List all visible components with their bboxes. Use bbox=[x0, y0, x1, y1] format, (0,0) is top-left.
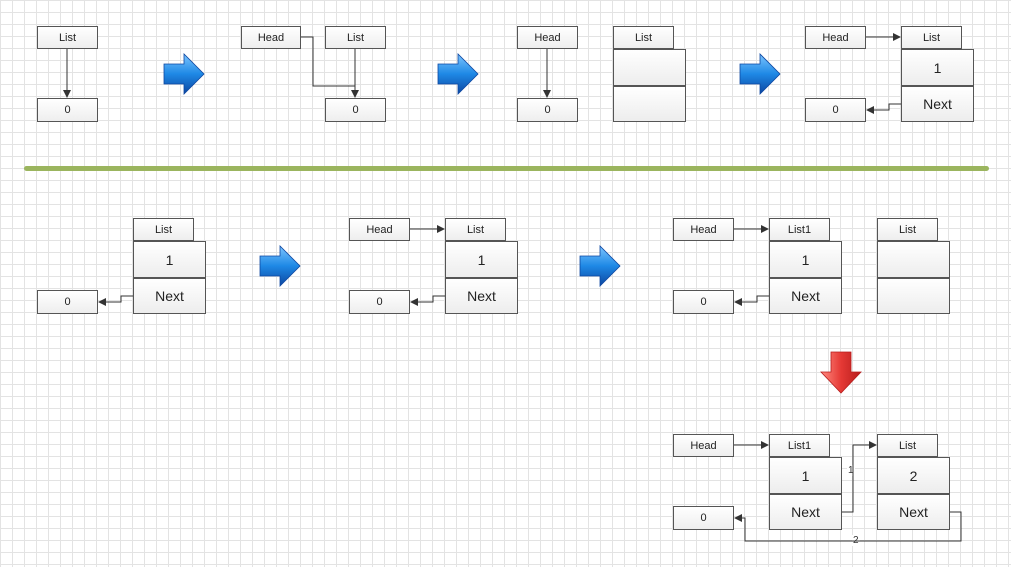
step-arrow-icon bbox=[259, 245, 301, 287]
node-value-cell: 1 bbox=[133, 241, 206, 278]
node-value-cell bbox=[613, 49, 686, 86]
head-box: Head bbox=[349, 218, 410, 241]
step-arrow-icon bbox=[579, 245, 621, 287]
null-box: 0 bbox=[37, 290, 98, 314]
list-box: List bbox=[613, 26, 674, 49]
pointer-arrow bbox=[734, 511, 962, 542]
step-arrow-icon bbox=[739, 53, 781, 95]
null-box: 0 bbox=[517, 98, 578, 122]
list-box: List bbox=[877, 434, 938, 457]
list-box: List bbox=[877, 218, 938, 241]
null-box: 0 bbox=[673, 290, 734, 314]
list-box: List bbox=[37, 26, 98, 49]
list-box: List bbox=[445, 218, 506, 241]
head-box: Head bbox=[241, 26, 301, 49]
node-next-cell: Next bbox=[901, 86, 974, 122]
node-value-cell: 1 bbox=[769, 241, 842, 278]
list-box: List bbox=[325, 26, 386, 49]
node-next-cell: Next bbox=[769, 278, 842, 314]
list-box: List bbox=[133, 218, 194, 241]
null-box: 0 bbox=[349, 290, 410, 314]
head-box: Head bbox=[517, 26, 578, 49]
pointer-arrow bbox=[842, 441, 877, 513]
node-next-cell bbox=[613, 86, 686, 122]
head-box: Head bbox=[673, 218, 734, 241]
section-divider bbox=[24, 166, 989, 171]
list1-box: List1 bbox=[769, 218, 830, 241]
node-value-cell bbox=[877, 241, 950, 278]
null-box: 0 bbox=[673, 506, 734, 530]
node-value-cell: 1 bbox=[901, 49, 974, 86]
pointer-arrow bbox=[301, 36, 359, 98]
list1-box: List1 bbox=[769, 434, 830, 457]
pointer-arrow bbox=[410, 295, 445, 306]
node-value-cell: 1 bbox=[769, 457, 842, 494]
node-next-cell: Next bbox=[769, 494, 842, 530]
head-box: Head bbox=[805, 26, 866, 49]
node-next-cell bbox=[877, 278, 950, 314]
node-next-cell: Next bbox=[133, 278, 206, 314]
step-arrow-icon bbox=[163, 53, 205, 95]
node-value-cell: 1 bbox=[445, 241, 518, 278]
null-box: 0 bbox=[805, 98, 866, 122]
down-arrow-icon bbox=[820, 351, 862, 394]
null-box: 0 bbox=[325, 98, 386, 122]
list-box: List bbox=[901, 26, 962, 49]
pointer-arrow bbox=[866, 103, 901, 114]
node-next-cell: Next bbox=[877, 494, 950, 530]
null-box: 0 bbox=[37, 98, 98, 122]
pointer-arrow bbox=[734, 295, 769, 306]
step-arrow-icon bbox=[437, 53, 479, 95]
node-value-cell: 2 bbox=[877, 457, 950, 494]
pointer-arrow bbox=[98, 295, 133, 306]
node-next-cell: Next bbox=[445, 278, 518, 314]
head-box: Head bbox=[673, 434, 734, 457]
connector-label: 1 bbox=[847, 465, 855, 476]
